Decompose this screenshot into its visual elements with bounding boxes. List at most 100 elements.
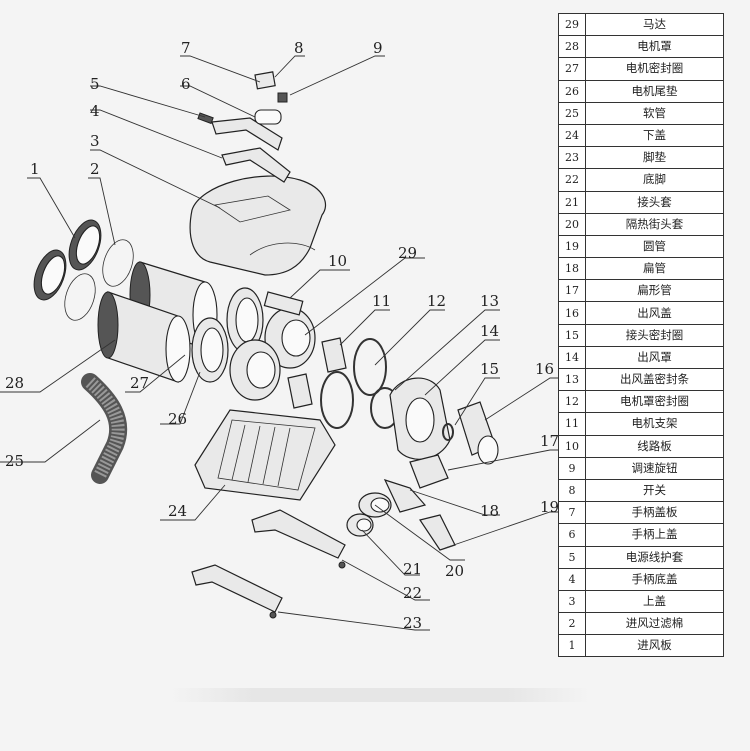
part-name: 开关 [585,478,724,503]
callout-22: 22 [403,584,422,602]
part-number: 25 [558,101,586,125]
part-outlet-hood [442,401,499,465]
callout-1: 1 [30,160,40,178]
part-number: 7 [558,501,586,525]
part-intake-filter [64,239,134,321]
callout-21: 21 [403,560,422,578]
part-number: 1 [558,634,586,658]
part-name: 电源线护套 [585,545,724,569]
callout-10: 10 [328,252,347,270]
part-name: 进风板 [585,634,724,658]
part-number: 14 [558,345,586,370]
callout-24: 24 [168,502,187,520]
callout-27: 27 [130,374,149,392]
part-motor-cover-seal [320,338,387,429]
part-name: 上盖 [585,589,724,614]
part-name: 软管 [585,101,724,125]
part-name: 手柄上盖 [585,523,724,547]
part-name: 电机尾垫 [585,79,724,103]
part-number: 22 [558,168,586,192]
callout-29: 29 [398,244,417,262]
part-motor-bracket [287,337,347,409]
part-name: 扁形管 [585,279,724,303]
callout-26: 26 [168,410,187,428]
part-number: 6 [558,523,586,547]
part-number: 28 [558,35,586,59]
part-number: 26 [558,79,586,103]
callout-20: 20 [445,562,464,580]
callout-25: 25 [5,452,24,470]
callout-6: 6 [181,75,191,93]
part-name: 底脚 [585,168,724,192]
part-number: 21 [558,190,586,214]
callout-2: 2 [90,160,100,178]
part-name: 下盖 [585,123,724,148]
part-name: 接头密封圈 [585,323,724,347]
part-name: 电机罩密封圈 [585,390,724,414]
part-name: 隔热街头套 [585,212,724,236]
part-name: 电机支架 [585,412,724,436]
callout-11: 11 [372,292,391,310]
callout-18: 18 [480,502,499,520]
callout-3: 3 [90,132,100,150]
part-name: 调速旋钮 [585,456,724,480]
part-name: 出风罩 [585,345,724,370]
part-name: 出风盖 [585,301,724,325]
callout-28: 28 [5,374,24,392]
part-number: 27 [558,57,586,81]
part-feet [191,509,346,619]
part-number: 8 [558,478,586,503]
part-intake-plate [33,219,102,301]
part-lower-cover [194,409,336,501]
part-name: 圆管 [585,234,724,259]
part-number: 15 [558,323,586,347]
part-number: 20 [558,212,586,236]
callout-23: 23 [403,614,422,632]
part-name: 电机罩 [585,35,724,59]
callout-8: 8 [294,39,304,57]
part-number: 17 [558,279,586,303]
callout-5: 5 [90,75,100,93]
callout-15: 15 [480,360,499,378]
part-circuit-board [263,291,304,316]
callout-13: 13 [480,292,499,310]
part-nozzles [346,454,456,551]
part-number: 16 [558,301,586,325]
part-number: 13 [558,367,586,392]
part-name: 线路板 [585,434,724,458]
part-handle [197,71,291,183]
part-number: 24 [558,123,586,148]
callout-12: 12 [427,292,446,310]
part-number: 10 [558,434,586,458]
part-number: 4 [558,567,586,591]
part-name: 马达 [585,12,724,37]
part-number: 3 [558,589,586,614]
part-top-cover [189,175,327,276]
callout-14: 14 [480,322,499,340]
callout-labels: 1 2 3 4 5 6 7 8 9 10 11 12 13 14 15 16 1… [5,39,559,632]
callout-4: 4 [90,102,100,120]
callout-19: 19 [540,498,559,516]
